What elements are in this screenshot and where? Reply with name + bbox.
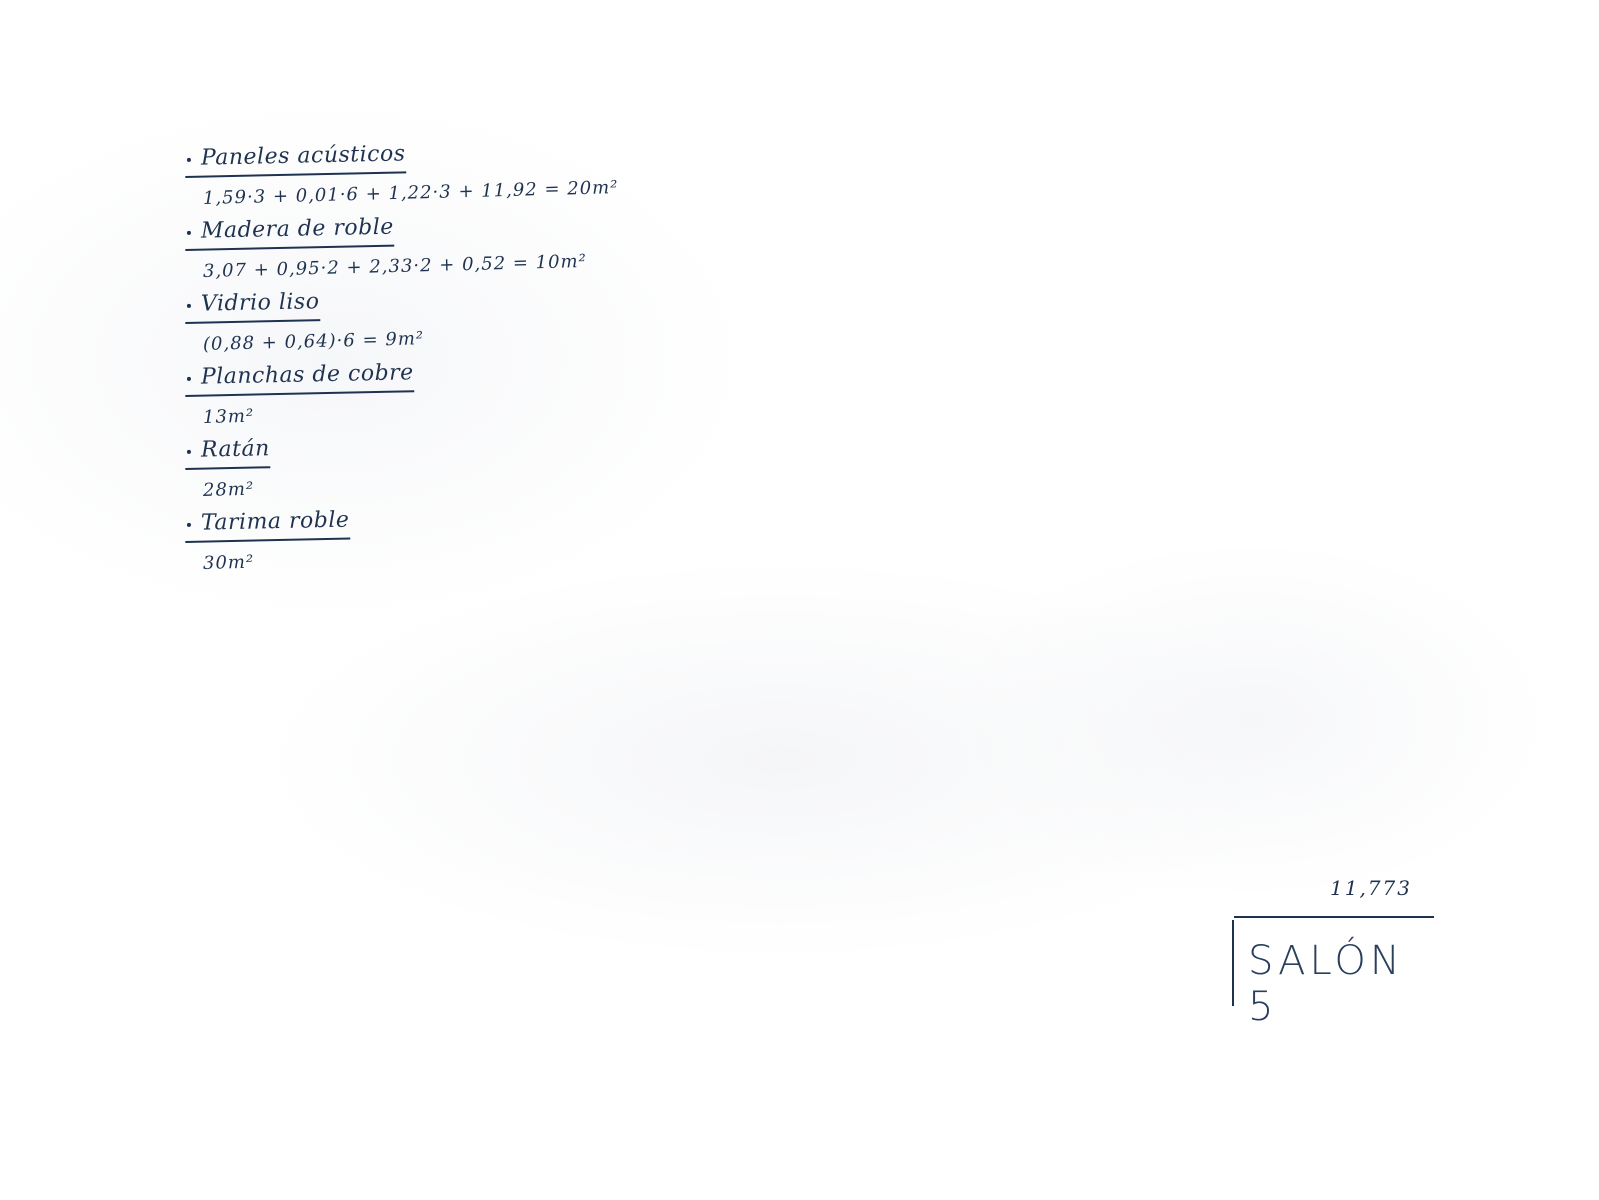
note-calculation: 13m² <box>202 405 255 428</box>
note-title-text: Planchas de cobre <box>200 360 414 390</box>
bullet-icon <box>186 157 192 162</box>
note-title: Tarima roble <box>184 506 350 543</box>
note-title: Madera de roble <box>184 213 395 251</box>
room-label: 11,773 SALÓN 5 <box>1232 876 1437 1030</box>
note-calculation: 1,59·3 + 0,01·6 + 1,22·3 + 11,92 = 20m² <box>202 177 619 209</box>
note-item: Madera de roble 3,07 + 0,95·2 + 2,33·2 +… <box>184 213 605 285</box>
label-divider-horizontal <box>1234 916 1434 918</box>
note-item: Tarima roble 30m² <box>184 506 605 577</box>
room-label-number: 11,773 <box>1330 876 1412 900</box>
note-title-text: Vidrio liso <box>200 289 320 317</box>
note-title-text: Madera de roble <box>200 214 395 244</box>
note-title: Paneles acústicos <box>184 140 406 178</box>
note-title-text: Paneles acústicos <box>200 141 406 171</box>
note-title: Vidrio liso <box>184 288 320 324</box>
note-item: Vidrio liso (0,88 + 0,64)·6 = 9m² <box>184 288 605 358</box>
note-item: Ratán 28m² <box>184 435 605 504</box>
note-title: Ratán <box>184 435 271 470</box>
bullet-icon <box>186 230 192 235</box>
material-notes: Paneles acústicos 1,59·3 + 0,01·6 + 1,22… <box>184 140 619 583</box>
bullet-icon <box>186 376 192 381</box>
note-calculation: 3,07 + 0,95·2 + 2,33·2 + 0,52 = 10m² <box>202 250 588 282</box>
note-calculation: 28m² <box>202 478 255 501</box>
note-calculation: 30m² <box>202 551 255 574</box>
note-item: Planchas de cobre 13m² <box>184 359 605 431</box>
bullet-icon <box>186 303 192 308</box>
note-calculation: (0,88 + 0,64)·6 = 9m² <box>202 328 425 355</box>
note-item: Paneles acústicos 1,59·3 + 0,01·6 + 1,22… <box>184 140 619 212</box>
bullet-icon <box>186 522 192 527</box>
note-title-text: Tarima roble <box>200 507 350 536</box>
bullet-icon <box>186 449 192 454</box>
label-divider-vertical <box>1232 920 1234 1006</box>
note-title: Planchas de cobre <box>184 359 415 397</box>
note-title-text: Ratán <box>200 436 270 463</box>
room-name: SALÓN 5 <box>1248 938 1404 1030</box>
